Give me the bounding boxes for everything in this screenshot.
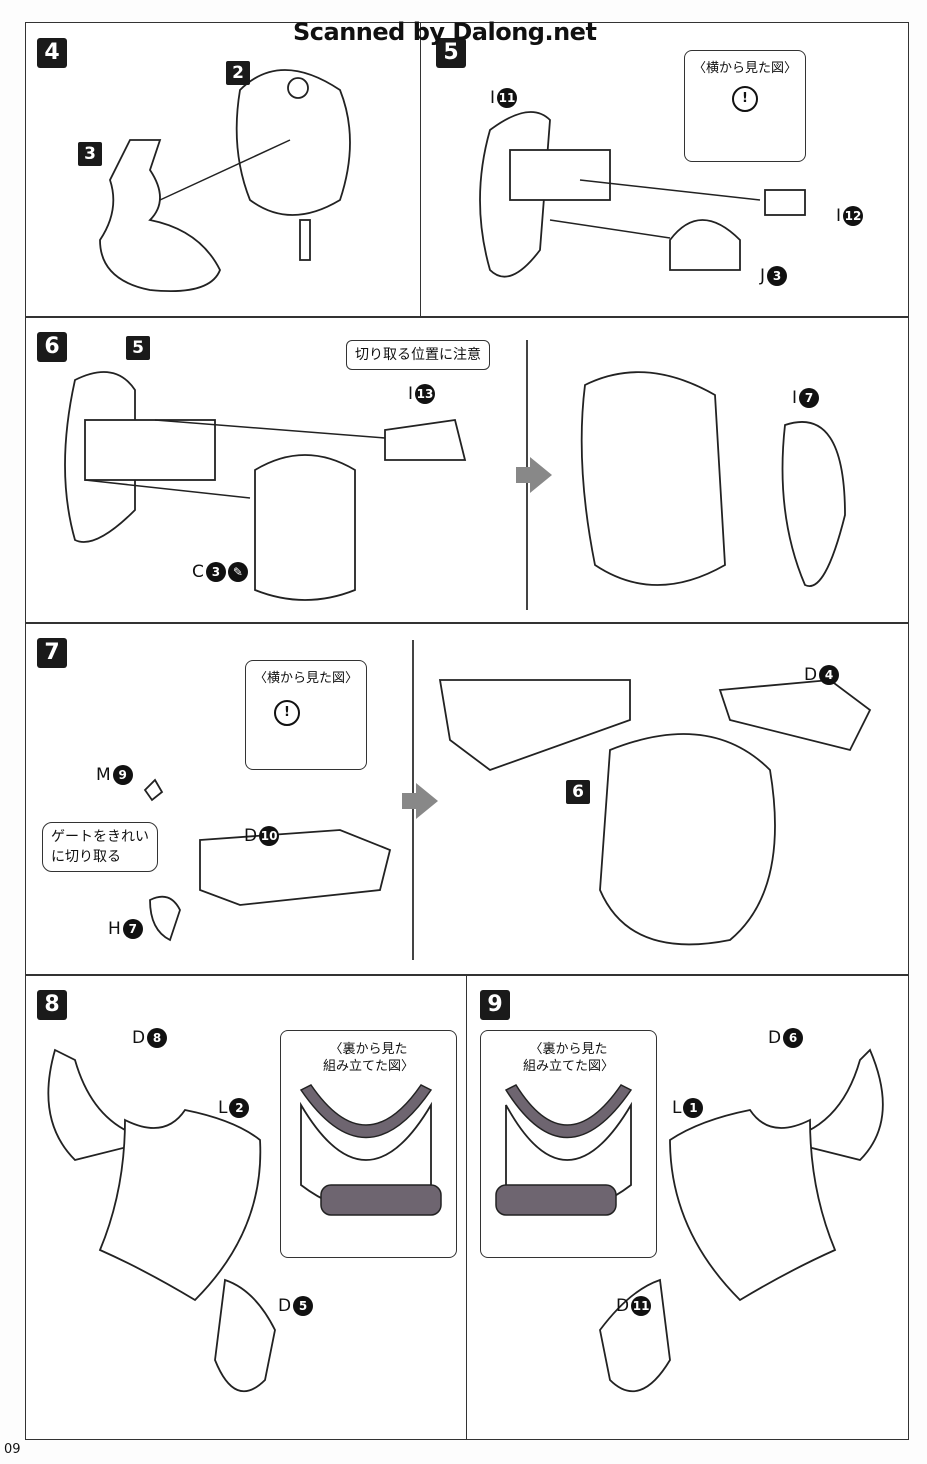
step-number: 9 xyxy=(480,990,510,1020)
back-view-label: 〈裏から見た組み立てた図〉 xyxy=(322,1042,414,1074)
page-number: 09 xyxy=(4,1442,21,1457)
side-view-label: 〈横から見た図〉 xyxy=(692,61,797,76)
step-4-illustration xyxy=(99,69,351,293)
back-view-callout: 〈裏から見た組み立てた図〉 xyxy=(280,1030,457,1258)
step-4-panel xyxy=(25,22,422,317)
arrow-next xyxy=(516,467,530,483)
step-5-illustration xyxy=(479,111,806,278)
caution-icon: ! xyxy=(274,700,300,726)
side-view-callout: 〈横から見た図〉 ! xyxy=(245,660,367,770)
glue-icon: ✎ xyxy=(227,562,248,582)
step-number: 7 xyxy=(37,638,67,668)
sub-assembly-label: 3 xyxy=(78,142,102,166)
caution-icon: ! xyxy=(732,86,758,112)
sub-assembly-label: 6 xyxy=(566,780,590,804)
watermark: Scanned by Dalong.net xyxy=(293,18,597,46)
back-view-callout: 〈裏から見た組み立てた図〉 xyxy=(480,1030,657,1258)
arrow-next xyxy=(416,783,438,819)
step-number: 8 xyxy=(37,990,67,1020)
step-number: 5 xyxy=(436,38,466,68)
side-view-callout: 〈横から見た図〉 ! xyxy=(684,50,806,162)
sub-assembly-label: 2 xyxy=(226,61,250,85)
step-7-illustration-left xyxy=(143,778,392,942)
back-view-illustration xyxy=(299,1084,442,1216)
step-6-illustration-left xyxy=(64,371,467,601)
arrow-next xyxy=(530,457,552,493)
side-view-label: 〈横から見た図〉 xyxy=(253,671,358,686)
sub-assembly-label: 5 xyxy=(126,336,150,360)
back-view-label: 〈裏から見た組み立てた図〉 xyxy=(522,1042,614,1074)
back-view-illustration xyxy=(495,1084,633,1216)
step-8-illustration xyxy=(47,1048,276,1393)
step-6-illustration-right xyxy=(580,371,846,587)
step-7-illustration-right xyxy=(438,679,872,946)
arrow-next xyxy=(402,793,416,809)
step-number: 6 xyxy=(37,332,67,362)
cut-position-note: 切り取る位置に注意 xyxy=(346,340,490,370)
step-9-illustration xyxy=(599,1048,884,1393)
gate-trim-note: ゲートをきれいに切り取る xyxy=(42,822,158,872)
step-number: 4 xyxy=(37,38,67,68)
